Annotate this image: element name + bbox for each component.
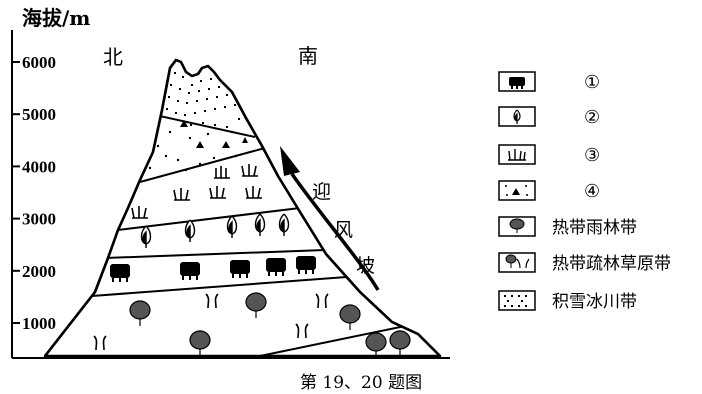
savanna-grass-zone: [93, 293, 329, 351]
broadleaf-zone: [140, 213, 290, 248]
legend-item: 热带疏林草原带: [498, 252, 671, 274]
legend-item: 积雪冰川带: [498, 290, 637, 312]
figure-caption: 第 19、20 题图: [300, 373, 422, 393]
y-tick-label: 5000: [22, 105, 56, 124]
legend-item: ②: [498, 106, 600, 128]
snow-ice-zone: [166, 72, 240, 128]
boundary-line: [104, 249, 326, 259]
boundary-line: [117, 207, 301, 231]
legend-label: ②: [584, 107, 600, 128]
boundary-line: [259, 324, 411, 356]
grass-meadow-icon: [508, 149, 526, 161]
legend-item: ④: [498, 180, 600, 202]
legend-label: ④: [584, 181, 600, 202]
legend-item: ①: [498, 71, 600, 93]
snow-ice-dots-icon: [504, 295, 527, 307]
boundary-line: [139, 147, 266, 183]
boundary-line: [91, 275, 361, 297]
legend-label: ③: [584, 145, 600, 166]
savanna-tree-grass-icon: [505, 254, 530, 269]
rainforest-zone: [129, 292, 411, 356]
y-tick-label: 4000: [22, 157, 56, 176]
y-axis-label: 海拔/m: [22, 6, 90, 30]
legend-item: 热带雨林带: [498, 216, 637, 238]
legend-label: 热带雨林带: [552, 218, 637, 238]
legend-label: 热带疏林草原带: [552, 254, 671, 274]
rainforest-tree-icon: [509, 218, 525, 233]
mountain: [43, 58, 442, 358]
windward-arrow: [280, 146, 380, 291]
y-axis: 1000 2000 3000 4000 5000 6000 海拔/m: [11, 6, 450, 359]
broadleaf-tree-icon: [513, 109, 521, 124]
tundra-zone: [148, 120, 248, 172]
slope-label-char: 迎: [312, 181, 331, 203]
conifer-forest-icon: [509, 77, 525, 89]
legend-label: 积雪冰川带: [552, 292, 637, 312]
slope-label-char: 坡: [356, 255, 375, 277]
meadow-zone: [131, 164, 262, 219]
north-label: 北: [103, 45, 123, 69]
y-tick-label: 2000: [22, 262, 56, 281]
slope-label-char: 风: [334, 219, 353, 241]
legend: ① ② ③ ④: [498, 71, 671, 312]
legend-item: ③: [498, 144, 600, 166]
south-label: 南: [298, 44, 318, 68]
tundra-triangle-icon: [505, 185, 528, 196]
y-tick-label: 1000: [22, 314, 56, 333]
legend-label: ①: [584, 72, 600, 93]
y-tick-label: 3000: [22, 210, 56, 229]
boundary-line: [154, 114, 256, 138]
y-tick-label: 6000: [22, 53, 56, 72]
conifer-zone: [110, 256, 316, 282]
